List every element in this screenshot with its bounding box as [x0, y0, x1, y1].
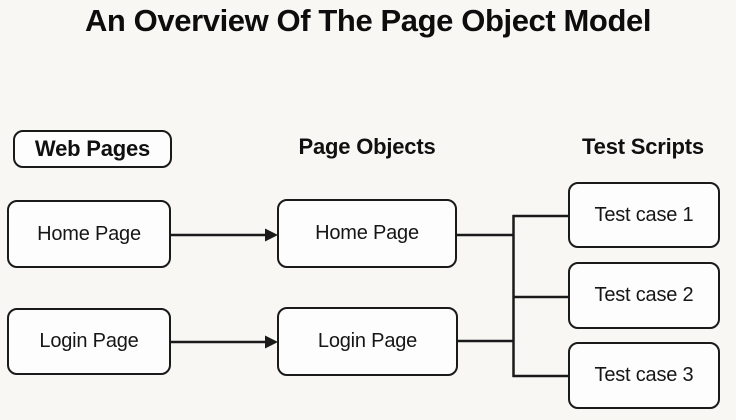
header-test-scripts: Test Scripts: [582, 134, 704, 159]
node-po-home-page: Home Page: [277, 199, 457, 268]
header-page-objects: Page Objects: [298, 134, 436, 159]
node-test-case-2: Test case 2: [568, 262, 720, 329]
node-test-case-1: Test case 1: [568, 182, 720, 248]
node-test-case-3: Test case 3: [568, 342, 720, 409]
arrowhead-login: [265, 335, 278, 349]
header-web-pages: Web Pages: [13, 130, 172, 168]
header-web-pages-label: Web Pages: [34, 136, 151, 161]
diagram-title: An Overview Of The Page Object Model: [84, 3, 652, 38]
node-po-login-page: Login Page: [277, 307, 458, 376]
arrowhead-home: [265, 228, 278, 242]
node-web-home-page: Home Page: [7, 200, 171, 268]
node-web-login-page: Login Page: [7, 308, 171, 375]
